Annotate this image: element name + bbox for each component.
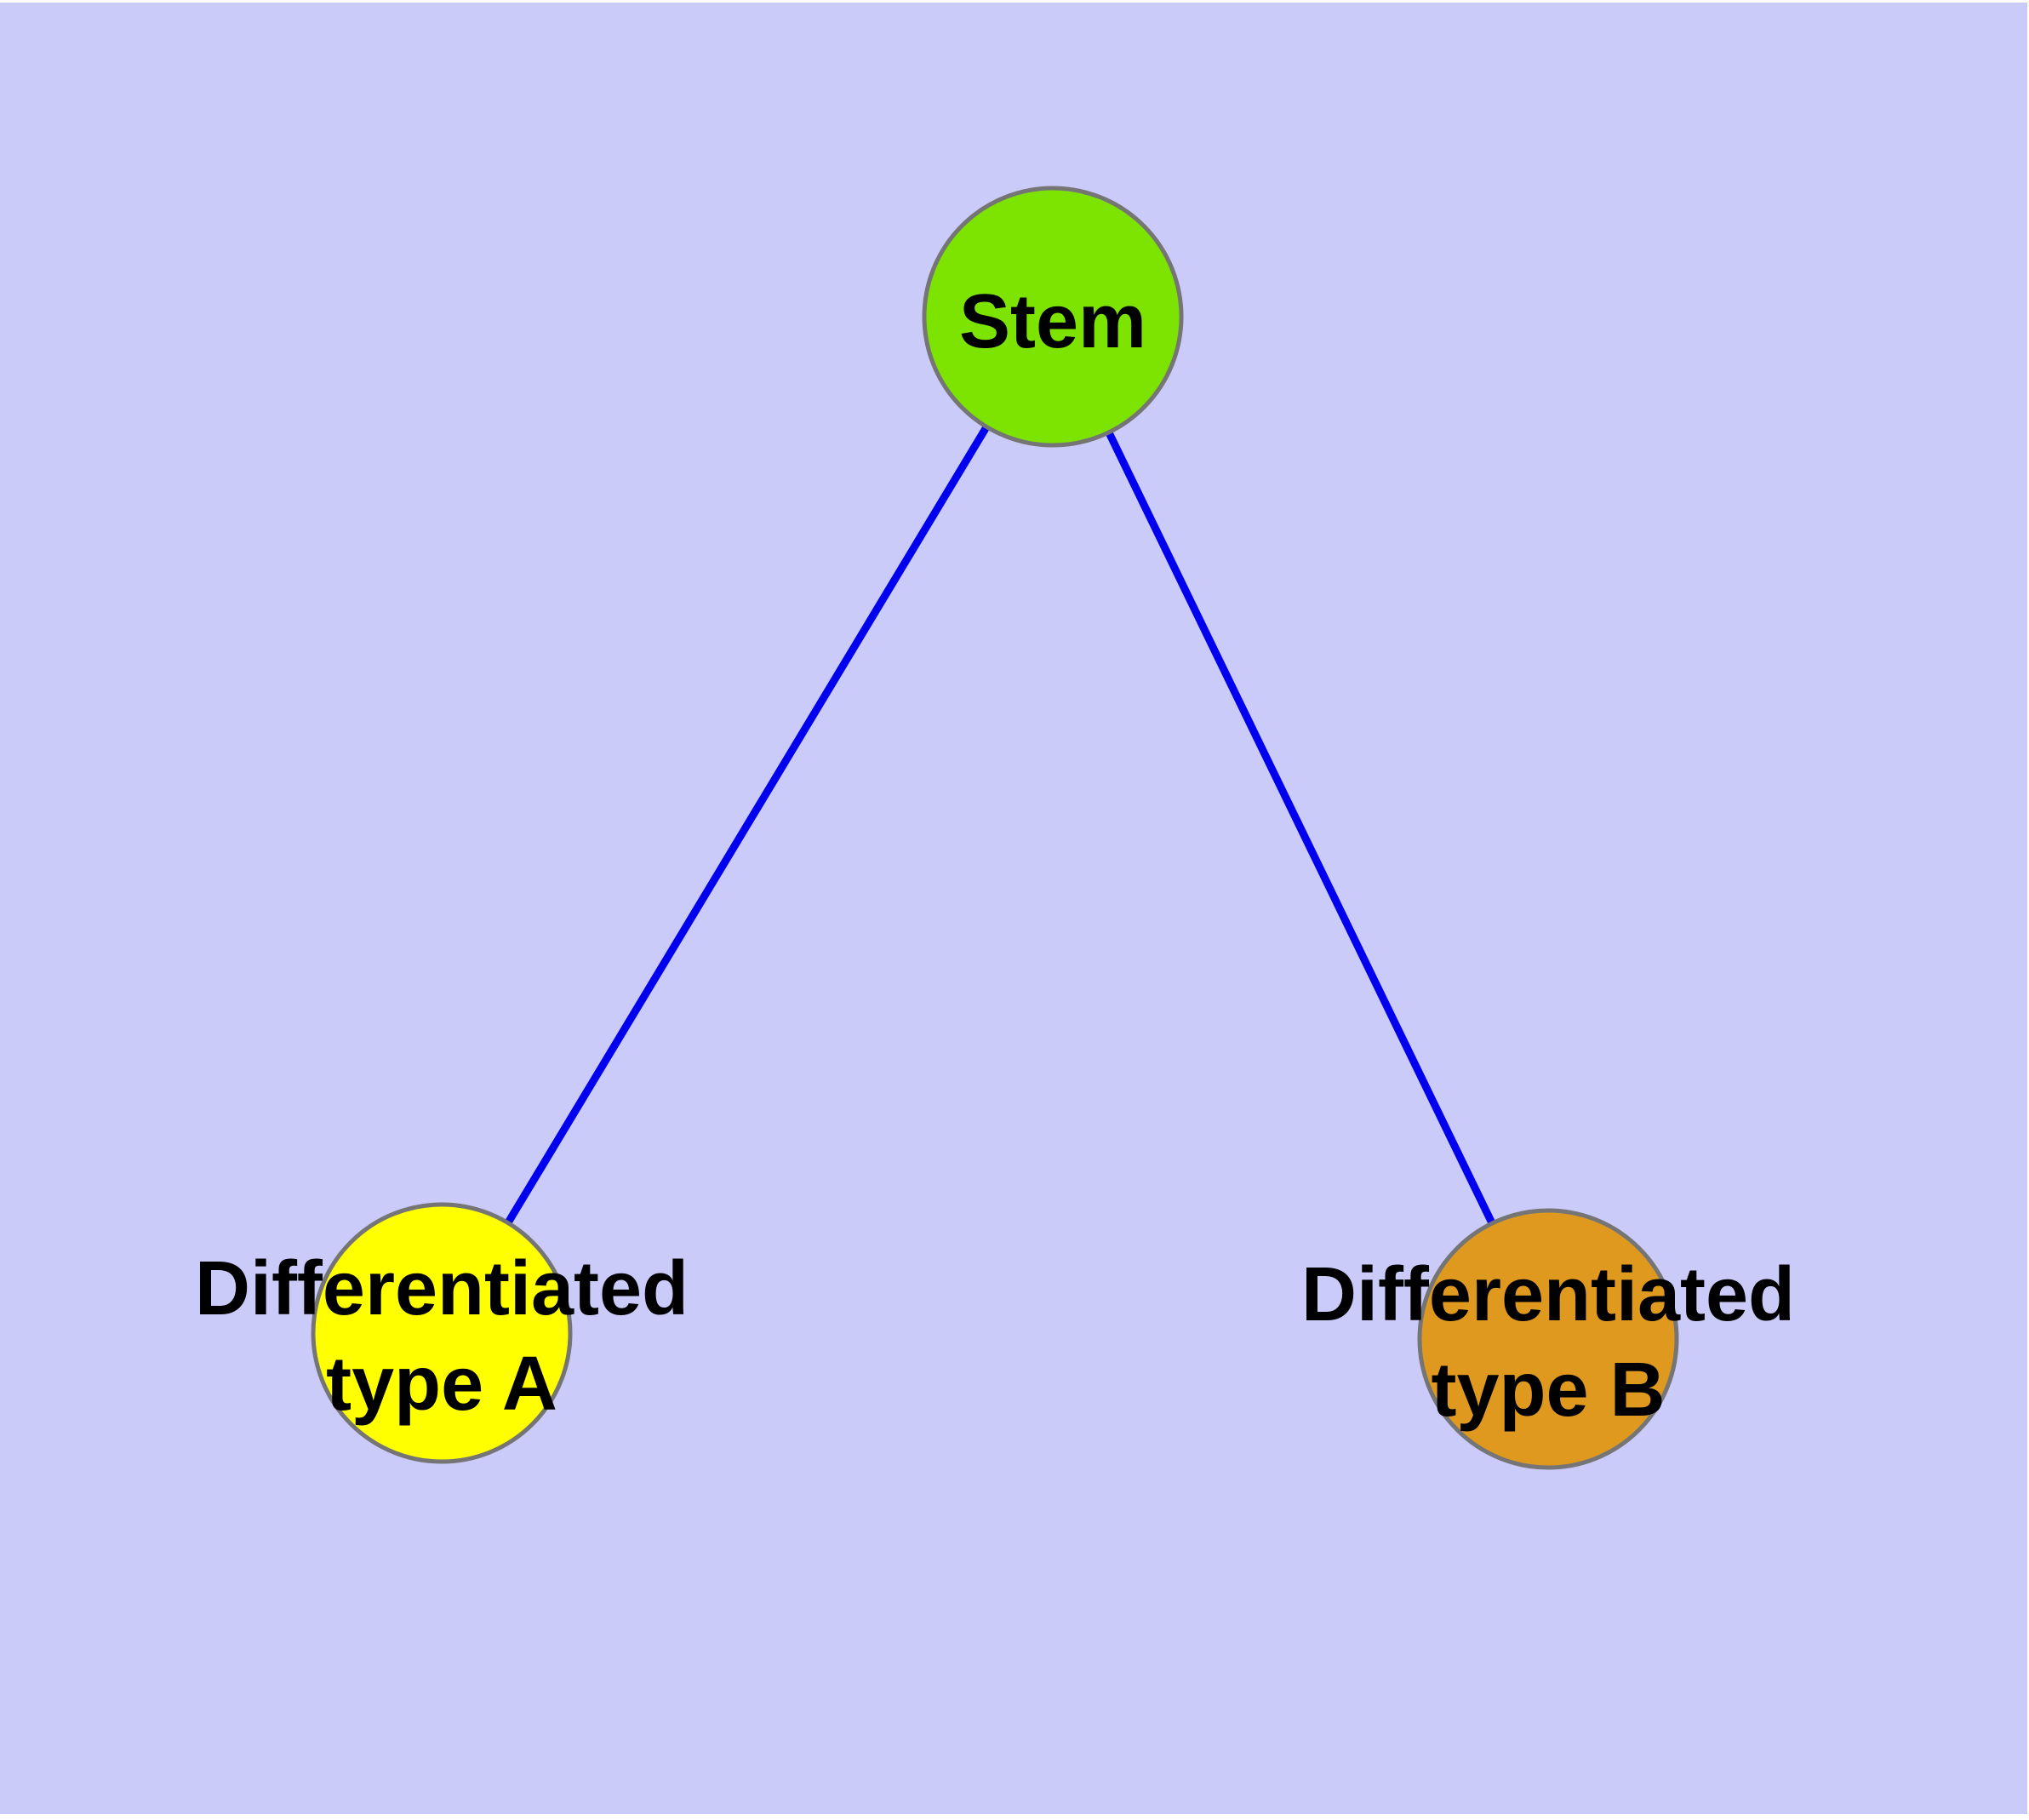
node-differentiated-type-a[interactable]: Differentiated type A — [195, 1202, 689, 1464]
node-differentiated-type-a-circle[interactable] — [311, 1202, 573, 1464]
edges — [438, 314, 1552, 1341]
node-differentiated-type-a-label-line2: type A — [326, 1342, 557, 1427]
node-differentiated-type-b-label-line1: Differentiated — [1301, 1252, 1795, 1337]
edge-stem-to-type-a — [438, 314, 1056, 1336]
node-differentiated-type-b-circle[interactable] — [1417, 1208, 1679, 1470]
node-stem-circle[interactable] — [922, 186, 1184, 448]
node-differentiated-type-b[interactable]: Differentiated type B — [1301, 1208, 1795, 1470]
node-stem[interactable]: Stem — [922, 186, 1184, 448]
edge-stem-to-type-b — [1049, 315, 1552, 1341]
node-stem-label: Stem — [959, 279, 1146, 364]
node-differentiated-type-b-label-line2: type B — [1431, 1348, 1665, 1433]
node-differentiated-type-a-label-line1: Differentiated — [195, 1246, 689, 1331]
